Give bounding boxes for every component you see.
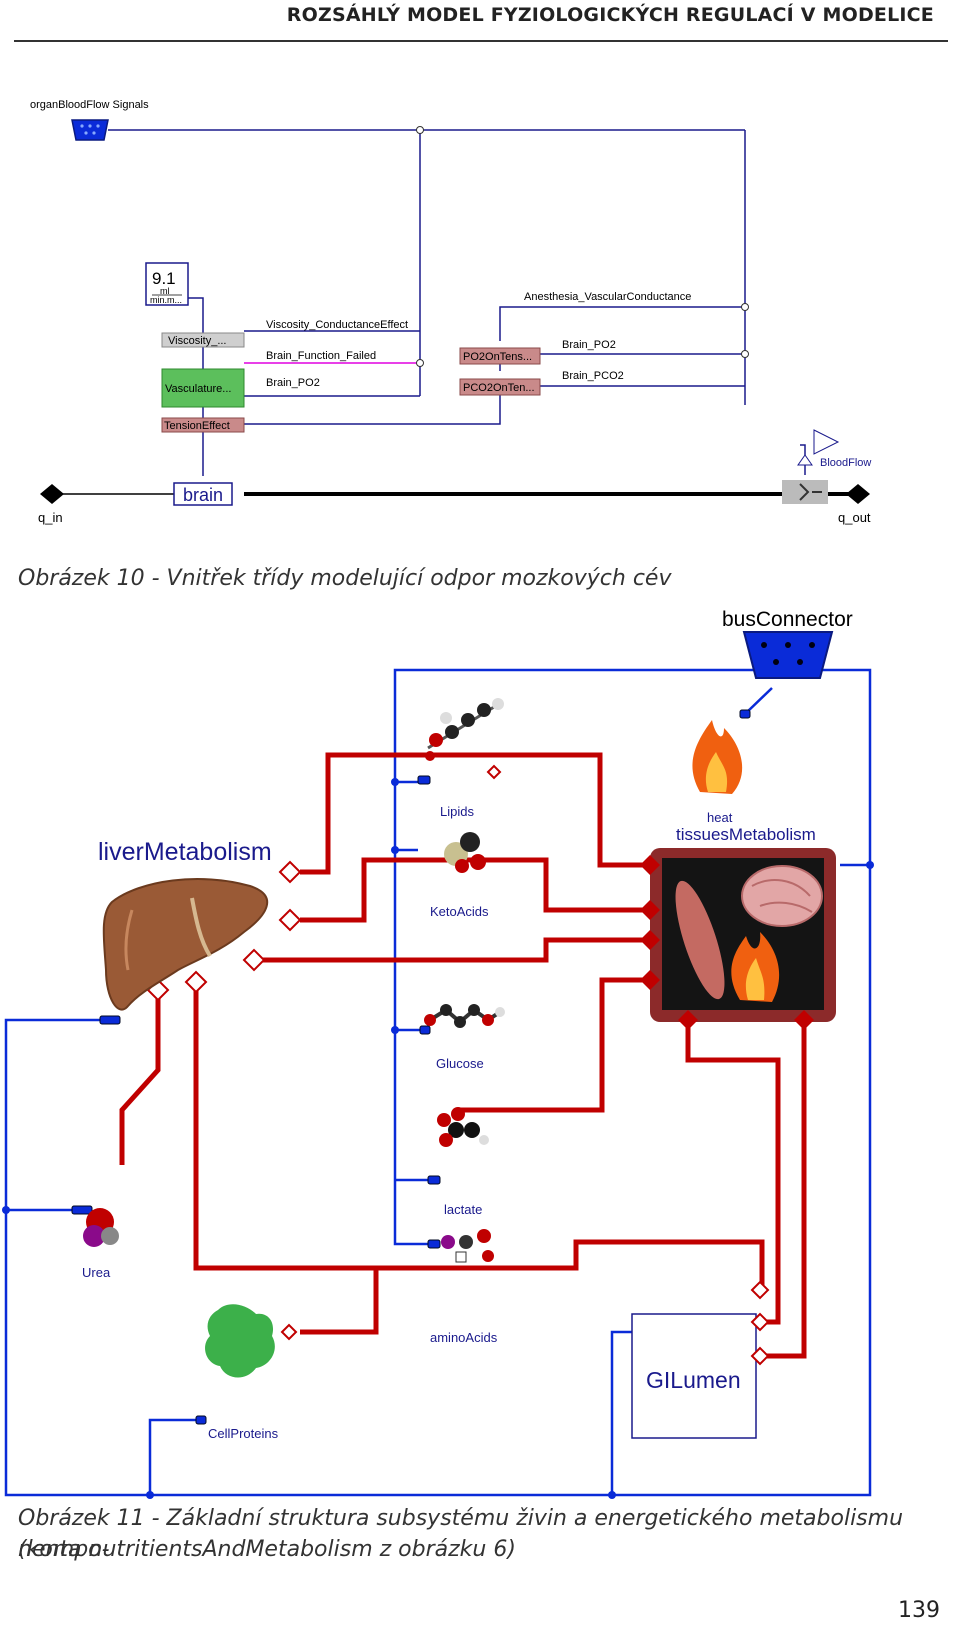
constant-block[interactable] [145,262,189,306]
liver-metabolism-label: liverMetabolism [98,838,272,866]
brain-block-label: brain [183,485,223,505]
brain-pco2-label: Brain_PCO2 [562,370,624,382]
q-in-port-icon[interactable] [40,484,64,504]
tension-effect-label: TensionEffect [164,420,230,432]
urea-label: Urea [82,1265,111,1280]
heat-flame-icon [692,720,743,794]
bus-label: organBloodFlow Signals [30,99,149,111]
tension-effect-block[interactable] [161,417,245,433]
po2-effect-label: PO2OnTens... [463,351,532,363]
lactate-molecule-icon [437,1107,489,1147]
aminoacids-molecule-icon [441,1229,494,1263]
vasculature-block-label: Vasculature... [165,383,231,395]
constant-unit-den: min.m... [150,295,182,305]
cellproteins-icon [205,1304,275,1378]
tissues-metabolism-block[interactable] [650,848,836,1022]
q-out-port-icon[interactable] [846,484,870,504]
viscosity-block-label: Viscosity_... [168,335,227,347]
bloodflow-output-icon[interactable] [797,454,813,466]
aminoacids-label: aminoAcids [430,1330,498,1345]
function-failed-label: Brain_Function_Failed [266,350,376,362]
heat-label: heat [707,810,733,825]
brain-po2-left-label: Brain_PO2 [266,377,320,389]
brain-resistor-block[interactable] [173,482,233,506]
urea-molecule-icon [83,1208,119,1247]
cellproteins-label: CellProteins [208,1426,279,1441]
vasculature-block[interactable] [161,368,245,408]
viscosity-block[interactable] [161,332,245,348]
po2-effect-block[interactable] [459,347,541,365]
bus-connector-label: busConnector [722,610,853,631]
liver-icon[interactable] [102,878,269,1011]
glucose-label: Glucose [436,1056,484,1071]
gilumen-label: GILumen [646,1367,741,1393]
organ-bloodflow-bus-icon[interactable] [71,119,109,141]
figure-10-caption: Obrázek 10 - Vnitřek třídy modelující od… [18,566,672,591]
figure-11-caption-line2: nenta nutritientsAndMetabolism z obrázku… [18,1537,516,1562]
lipids-molecule-icon [425,698,504,761]
page-number: 139 [898,1598,940,1623]
pco2-effect-label: PCO2OnTen... [463,382,535,394]
brain-po2-right-label: Brain_PO2 [562,339,616,351]
glucose-molecule-icon [424,1004,505,1028]
viscosity-effect-label: Viscosity_ConductanceEffect [266,319,408,331]
figure-11-caption-line1: Obrázek 11 - Základní struktura subsysté… [18,1506,904,1562]
lactate-label: lactate [444,1202,482,1217]
running-header: ROZSÁHLÝ MODEL FYZIOLOGICKÝCH REGULACÍ V… [286,4,934,26]
header-rule [14,40,948,42]
tissues-metabolism-label: tissuesMetabolism [676,825,816,844]
lipids-label: Lipids [440,804,474,819]
figure-10-diagram: organBloodFlow Signals 9.1 ml min.m... V… [30,99,871,525]
figure-11-diagram: busConnector liverMetabolism tissuesMeta… [2,610,874,1499]
bus-connector-icon[interactable] [742,631,834,679]
gilumen-block[interactable] [631,1313,757,1439]
q-out-label: q_out [838,510,871,525]
ketoacids-molecule-icon [444,832,486,873]
pco2-effect-block[interactable] [459,378,541,396]
constant-unit-num: ml [160,286,170,296]
ketoacids-label: KetoAcids [430,904,489,919]
anesthesia-label: Anesthesia_VascularConductance [524,291,691,303]
q-in-label: q_in [38,510,63,525]
bloodflow-label: BloodFlow [820,457,871,469]
bloodflow-arrow-icon [813,429,840,455]
constant-value: 9.1 [152,269,176,288]
